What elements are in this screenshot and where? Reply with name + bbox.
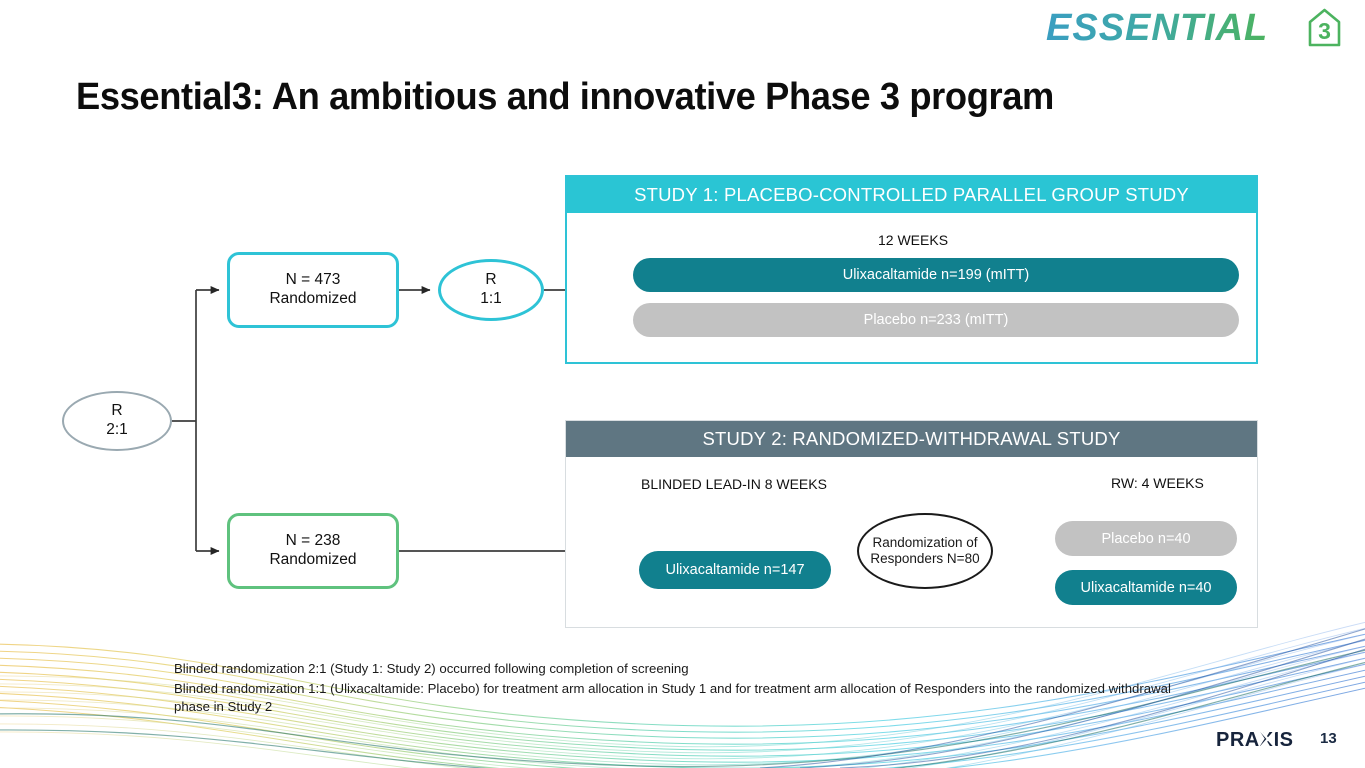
study1-body: 12 WEEKS Ulixacaltamide n=199 (mITT) Pla…	[567, 213, 1256, 362]
praxis-x-mark-icon	[1258, 728, 1278, 750]
randomization-root-node: R 2:1	[62, 391, 172, 451]
study2-randomized-box: N = 238 Randomized	[227, 513, 399, 589]
study2-header: STUDY 2: RANDOMIZED-WITHDRAWAL STUDY	[566, 421, 1257, 457]
randomization-root-line1: R	[111, 402, 123, 420]
study1-panel: STUDY 1: PLACEBO-CONTROLLED PARALLEL GRO…	[565, 175, 1258, 364]
randomization-1to1-line1: R	[485, 271, 497, 289]
study1-randomized-count: N = 473	[285, 271, 341, 289]
study2-randomized-count: N = 238	[285, 532, 341, 550]
praxis-wordmark: PRAXIS	[1216, 729, 1293, 751]
footnote-2: Blinded randomization 1:1 (Ulixacaltamid…	[174, 680, 1171, 715]
randomization-1to1-line2: 1:1	[480, 290, 502, 307]
responder-node-line2: Responders N=80	[870, 551, 980, 566]
study1-randomized-box: N = 473 Randomized	[227, 252, 399, 328]
randomization-root-line2: 2:1	[106, 421, 128, 438]
svg-text:3: 3	[1318, 18, 1331, 44]
study2-rw-arm-placebo: Placebo n=40	[1055, 521, 1237, 556]
essential3-logo: ESSENTIAL 3	[1046, 6, 1358, 50]
study2-phase-label-leadin: BLINDED LEAD-IN 8 WEEKS	[641, 476, 827, 492]
footnotes: Blinded randomization 2:1 (Study 1: Stud…	[174, 660, 1194, 718]
study2-rw-arm-ulixacaltamide: Ulixacaltamide n=40	[1055, 570, 1237, 605]
study2-randomized-label: Randomized	[269, 551, 357, 568]
logo-wordmark: ESSENTIAL	[1046, 7, 1268, 49]
study1-arm-ulixacaltamide: Ulixacaltamide n=199 (mITT)	[633, 258, 1239, 292]
page-number: 13	[1320, 730, 1337, 747]
study2-leadin-arm: Ulixacaltamide n=147	[639, 551, 831, 589]
study2-phase-label-rw: RW: 4 WEEKS	[1111, 475, 1204, 491]
study1-arm-placebo: Placebo n=233 (mITT)	[633, 303, 1239, 337]
logo-house-badge-icon: 3	[1308, 8, 1341, 47]
decorative-wave-graphic	[0, 621, 1365, 768]
responder-node-line1: Randomization of	[872, 534, 978, 550]
study1-phase-label: 12 WEEKS	[878, 232, 949, 248]
study1-header: STUDY 1: PLACEBO-CONTROLLED PARALLEL GRO…	[567, 177, 1256, 213]
trial-design-diagram: R 2:1 N = 473 Randomized R 1:1 N = 238 R…	[62, 175, 1258, 628]
page-title: Essential3: An ambitious and innovative …	[76, 76, 1054, 118]
responder-randomization-node: Randomization of Responders N=80	[857, 513, 993, 589]
randomization-1to1-node: R 1:1	[438, 259, 544, 321]
footnote-1: Blinded randomization 2:1 (Study 1: Stud…	[174, 661, 689, 676]
praxis-logo: PRAXIS	[1216, 726, 1304, 752]
study1-randomized-label: Randomized	[269, 290, 357, 307]
